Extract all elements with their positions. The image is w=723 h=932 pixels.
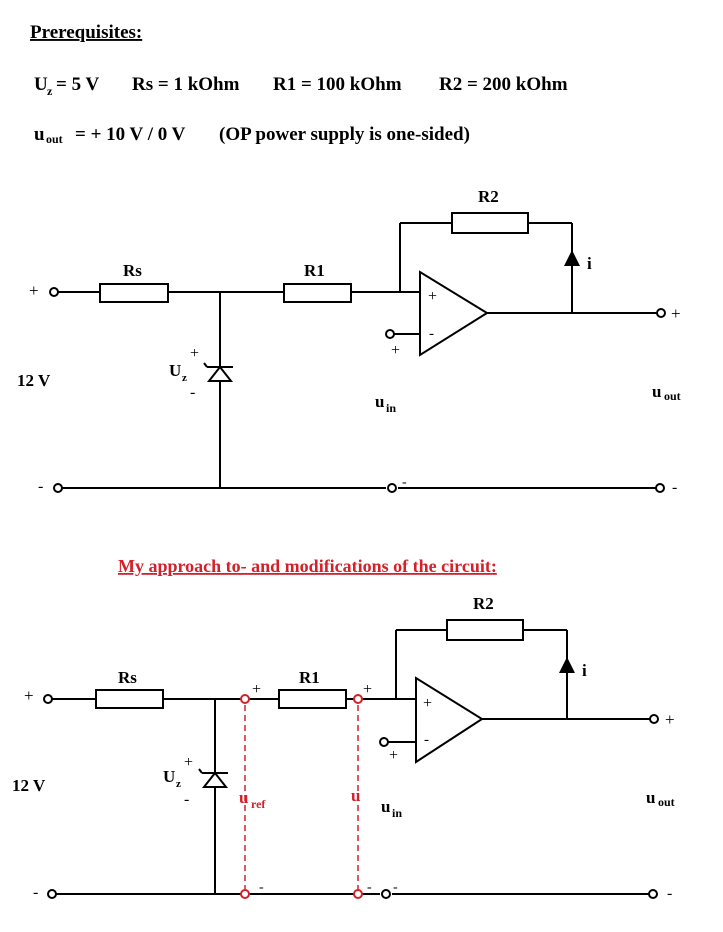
uout-symbol: u [34, 124, 45, 145]
svg-text:-: - [667, 885, 672, 902]
svg-text:z: z [182, 372, 187, 384]
uin-minus-terminal [381, 889, 391, 899]
svg-text:-: - [38, 478, 43, 495]
modification-heading: My approach to- and modifications of the… [118, 556, 497, 576]
u-plus-terminal [353, 694, 363, 704]
rs-resistor [99, 283, 169, 303]
svg-text:-: - [184, 791, 189, 808]
svg-text:+: + [391, 342, 400, 359]
uz-symbol: U [34, 74, 48, 95]
svg-text:+: + [190, 345, 199, 362]
svg-text:z: z [176, 778, 181, 790]
svg-text:R1: R1 [304, 261, 325, 280]
svg-text:out: out [664, 389, 681, 403]
r1-value: R1 = 100 kOhm [273, 74, 402, 95]
svg-text:+: + [423, 695, 432, 712]
svg-text:i: i [582, 661, 587, 680]
r2-value: R2 = 200 kOhm [439, 74, 568, 95]
svg-text:-: - [672, 479, 677, 496]
svg-text:U: U [163, 767, 175, 786]
svg-text:u: u [375, 392, 384, 411]
uout-note: (OP power supply is one-sided) [219, 124, 470, 145]
minus-input-terminal [379, 737, 389, 747]
uref-minus-terminal [240, 889, 250, 899]
uout-value: = + 10 V / 0 V [75, 124, 186, 145]
input-minus-terminal [53, 483, 63, 493]
prerequisites-heading: Prerequisites: [30, 22, 142, 43]
output-minus-terminal [648, 889, 658, 899]
zener-diode-icon [206, 365, 234, 382]
output-plus-terminal [649, 714, 659, 724]
svg-text:+: + [665, 710, 675, 729]
zener-diode-icon [201, 771, 229, 788]
r2-resistor [451, 212, 529, 234]
svg-text:-: - [33, 884, 38, 901]
svg-text:R1: R1 [299, 668, 320, 687]
r1-resistor [278, 689, 347, 709]
current-arrow-icon [564, 250, 580, 266]
svg-text:U: U [169, 361, 181, 380]
svg-text:+: + [671, 304, 681, 323]
svg-text:u: u [652, 382, 661, 401]
svg-text:12 V: 12 V [17, 371, 51, 390]
uz-value: = 5 V [56, 74, 99, 95]
svg-text:u: u [381, 797, 390, 816]
uref-plus-terminal [240, 694, 250, 704]
svg-text:in: in [392, 806, 402, 820]
svg-text:in: in [386, 401, 396, 415]
svg-text:R2: R2 [478, 187, 499, 206]
svg-text:-: - [424, 732, 429, 748]
r2-resistor [446, 619, 524, 641]
modified-circuit: + - + + - Rs R1 R2 i [12, 594, 675, 902]
opamp-triangle [419, 270, 489, 357]
input-plus-terminal [49, 287, 59, 297]
uin-minus-terminal [387, 483, 397, 493]
opamp-triangle [415, 676, 484, 764]
svg-text:i: i [587, 254, 592, 273]
minus-input-terminal [385, 329, 395, 339]
uz-subscript: z [47, 84, 53, 98]
svg-text:+: + [363, 681, 372, 698]
u-minus-terminal [353, 889, 363, 899]
uout-subscript: out [46, 132, 63, 146]
r1-resistor [283, 283, 352, 303]
rs-value: Rs = 1 kOhm [132, 74, 240, 95]
svg-text:-: - [402, 475, 407, 490]
svg-text:+: + [428, 288, 437, 305]
svg-text:-: - [190, 384, 195, 401]
svg-text:Rs: Rs [123, 261, 142, 280]
input-plus-terminal [43, 694, 53, 704]
svg-text:+: + [389, 747, 398, 764]
svg-text:12 V: 12 V [12, 776, 46, 795]
svg-text:-: - [429, 326, 434, 342]
output-plus-terminal [656, 308, 666, 318]
rs-resistor [95, 689, 164, 709]
svg-text:-: - [393, 880, 398, 895]
svg-text:Rs: Rs [118, 668, 137, 687]
svg-text:+: + [29, 281, 39, 300]
svg-text:-: - [259, 880, 264, 895]
svg-text:-: - [367, 880, 372, 895]
u-label: u [351, 786, 360, 805]
current-arrow-icon [559, 657, 575, 673]
svg-text:+: + [184, 754, 193, 771]
svg-text:+: + [24, 686, 34, 705]
input-minus-terminal [47, 889, 57, 899]
svg-text:R2: R2 [473, 594, 494, 613]
svg-text:out: out [658, 795, 675, 809]
svg-text:u: u [646, 788, 655, 807]
svg-text:+: + [252, 681, 261, 698]
original-circuit: + - + + - Rs R1 R2 i + - + - - 12 V U z [17, 187, 681, 496]
svg-text:ref: ref [251, 797, 266, 811]
uref-label: u [239, 788, 248, 807]
output-minus-terminal [655, 483, 665, 493]
